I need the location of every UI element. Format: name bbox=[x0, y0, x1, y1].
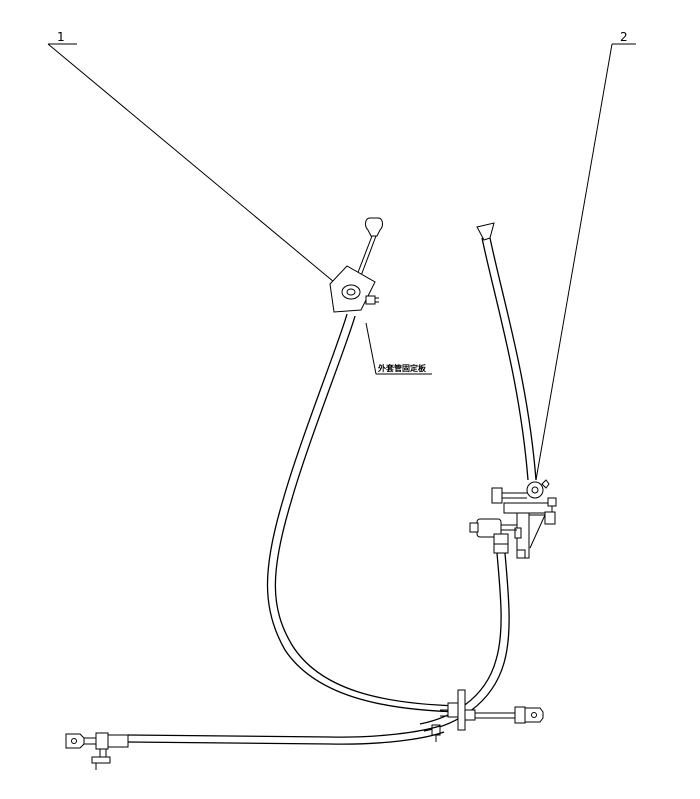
callout-1: 1 bbox=[47, 30, 347, 293]
callout-2-label: 2 bbox=[620, 30, 628, 44]
end-nut bbox=[514, 706, 526, 724]
bracket-gusset bbox=[529, 514, 546, 549]
right-lever-rod-a bbox=[481, 237, 529, 481]
bottom-cable-lower bbox=[127, 731, 445, 745]
right-lever-rod-b bbox=[489, 237, 537, 481]
callout-1-label: 1 bbox=[57, 30, 65, 44]
plate-bolt bbox=[365, 295, 376, 305]
callout-2-leader bbox=[535, 43, 613, 481]
left-end-fitting bbox=[65, 732, 129, 770]
bracket-nut-right bbox=[544, 511, 556, 525]
annotation-leader bbox=[365, 322, 377, 375]
left-sleeve bbox=[107, 734, 129, 748]
fixing-plate-annotation: 外套管固定板 bbox=[365, 322, 432, 375]
right-lever-knob bbox=[476, 222, 495, 241]
pivot-nut bbox=[541, 479, 550, 489]
right-shift-lever bbox=[476, 222, 537, 481]
left-cable bbox=[266, 313, 461, 713]
pivot-center bbox=[531, 486, 539, 494]
bottom-cable bbox=[127, 725, 445, 745]
bracket-bolt-right bbox=[547, 497, 557, 507]
left-cable-inner bbox=[274, 315, 461, 707]
bracket-bolt-bottom bbox=[516, 549, 526, 559]
plate-hole bbox=[346, 288, 356, 296]
junction-bracket bbox=[431, 689, 476, 742]
cable-end-cap bbox=[469, 522, 479, 533]
junction-nut bbox=[464, 709, 476, 721]
callout-1-leader bbox=[47, 43, 347, 293]
left-nut bbox=[95, 732, 109, 750]
left-clevis-pin bbox=[71, 738, 77, 744]
callout-2: 2 bbox=[535, 30, 636, 481]
right-cable-inner bbox=[423, 552, 510, 732]
bottom-cable-upper bbox=[127, 725, 441, 738]
shifter-mechanism bbox=[469, 479, 557, 559]
bracket-slot bbox=[514, 527, 522, 539]
junction-plate bbox=[457, 689, 466, 731]
clamp-bottom bbox=[493, 543, 509, 554]
right-end-fitting bbox=[475, 706, 544, 724]
left-cable-outer bbox=[266, 313, 461, 713]
end-clevis-pin bbox=[531, 712, 537, 718]
left-bracket-foot bbox=[91, 756, 111, 764]
clamp-top bbox=[493, 533, 509, 545]
lever-knob bbox=[365, 217, 383, 237]
outer-sleeve-fixing-plate bbox=[329, 265, 379, 313]
junction-block bbox=[447, 702, 459, 718]
annotation-text: 外套管固定板 bbox=[378, 363, 427, 373]
linkage-end bbox=[491, 487, 503, 504]
